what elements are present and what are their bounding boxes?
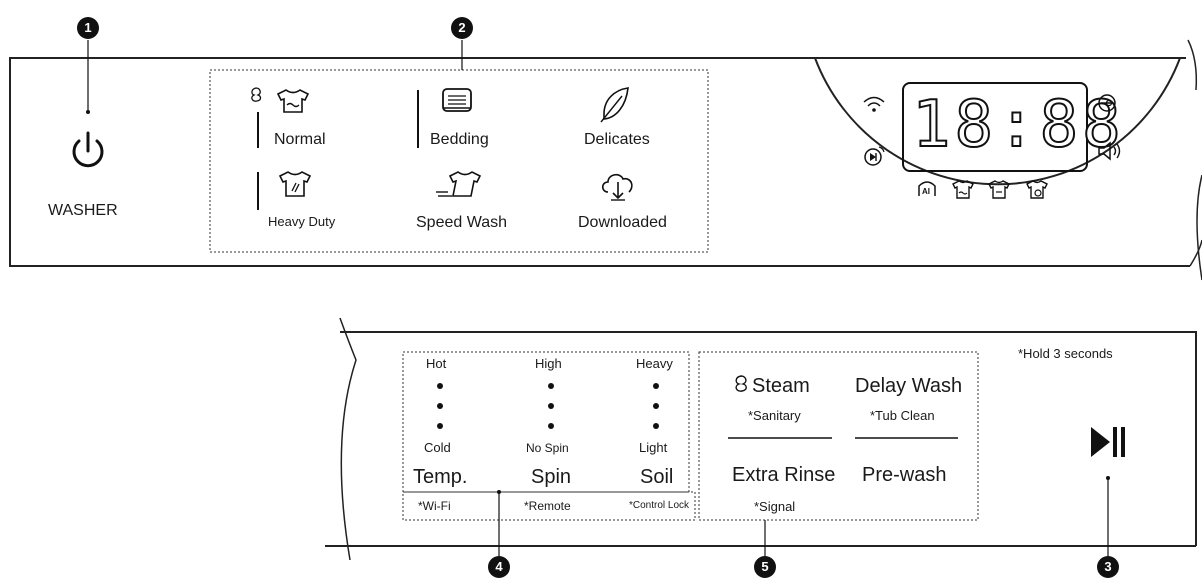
temp-button[interactable]: Hot Cold Temp.: [410, 354, 470, 490]
soil-light-label: Light: [639, 440, 668, 455]
extra-rinse-button[interactable]: Extra Rinse: [728, 462, 836, 494]
cycle-bedding[interactable]: Bedding: [426, 86, 506, 152]
callout-5: 5: [754, 556, 776, 578]
spin-level-dot: [548, 383, 554, 389]
control-lock-hold-label: *Control Lock: [629, 500, 690, 511]
steam-label: Steam: [752, 375, 810, 397]
wifi-icon: [863, 96, 885, 112]
speed-wash-shirt-icon: [436, 171, 482, 197]
cycle-normal[interactable]: Normal: [246, 86, 336, 152]
pre-wash-label: Pre-wash: [862, 464, 947, 486]
cycle-speed-wash-label: Speed Wash: [416, 214, 508, 231]
spin-level-dot: [548, 403, 554, 409]
delay-wash-label: Delay Wash: [855, 375, 963, 397]
cycle-downloaded-label: Downloaded: [578, 214, 667, 231]
cycle-bedding-label: Bedding: [430, 131, 489, 148]
temp-cold-label: Cold: [424, 440, 451, 455]
soil-button[interactable]: Heavy Light Soil: [626, 354, 686, 490]
callout-2: 2: [451, 17, 473, 39]
soil-heavy-label: Heavy: [636, 356, 673, 371]
display-area: 18:88 AI: [850, 80, 1140, 210]
cycle-heavy-duty-label: Heavy Duty: [268, 214, 336, 229]
play-pause-icon: [1091, 427, 1125, 457]
extra-rinse-label: Extra Rinse: [732, 464, 836, 486]
delay-tub-clean-label: *Tub Clean: [870, 408, 935, 423]
rinse-status-icon: [988, 180, 1010, 199]
soil-label: Soil: [640, 466, 674, 488]
temp-level-dot: [437, 383, 443, 389]
spin-nospin-label: No Spin: [526, 441, 569, 455]
lock-icon: [1098, 94, 1116, 112]
lcd-digits: 18:88: [911, 87, 1125, 163]
start-pause-button[interactable]: [1084, 418, 1132, 466]
remote-icon: [864, 146, 885, 166]
hold-note: *Hold 3 seconds: [1018, 346, 1113, 361]
spin-status-icon: [1026, 180, 1048, 199]
wash-status-icon: [952, 180, 974, 199]
heavy-duty-shirt-icon: [278, 171, 312, 197]
steam-sanitary-label: *Sanitary: [748, 408, 801, 423]
signal-hold-label: *Signal: [754, 499, 796, 514]
steam-icon: [735, 375, 747, 392]
washer-label: WASHER: [48, 202, 118, 219]
normal-shirt-icon: [276, 89, 310, 113]
soil-level-dot: [653, 383, 659, 389]
steam-button[interactable]: Steam *Sanitary: [726, 372, 834, 428]
cycle-speed-wash[interactable]: Speed Wash: [414, 168, 510, 234]
bedding-icon: [442, 88, 472, 112]
temp-level-dot: [437, 403, 443, 409]
temp-level-dot: [437, 423, 443, 429]
soil-level-dot: [653, 403, 659, 409]
power-icon: [72, 131, 104, 168]
steam-icon: [251, 87, 262, 102]
pre-wash-button[interactable]: Pre-wash: [858, 462, 958, 494]
callout-3: 3: [1097, 556, 1119, 578]
soil-level-dot: [653, 423, 659, 429]
speaker-icon: [1098, 141, 1121, 161]
feather-icon: [600, 87, 629, 123]
callout-1: 1: [77, 17, 99, 39]
spin-button[interactable]: High No Spin Spin: [518, 354, 584, 490]
wifi-hold-label: *Wi-Fi: [418, 499, 451, 513]
power-button[interactable]: WASHER: [48, 120, 128, 230]
temp-hot-label: Hot: [426, 356, 447, 371]
cloud-download-icon: [601, 173, 633, 201]
lcd-frame: [902, 82, 1088, 172]
ai-wash-icon: AI: [918, 181, 936, 196]
cycle-downloaded[interactable]: Downloaded: [574, 168, 670, 234]
delay-wash-button[interactable]: Delay Wash *Tub Clean: [852, 372, 962, 428]
cycle-delicates-label: Delicates: [584, 131, 650, 148]
spin-high-label: High: [535, 356, 562, 371]
remote-hold-label: *Remote: [524, 499, 571, 513]
spin-level-dot: [548, 423, 554, 429]
cycle-normal-label: Normal: [274, 131, 326, 148]
callout-4: 4: [488, 556, 510, 578]
cycle-heavy-duty[interactable]: Heavy Duty: [262, 168, 342, 234]
spin-label: Spin: [531, 466, 572, 488]
cycle-delicates[interactable]: Delicates: [582, 86, 662, 152]
svg-text:AI: AI: [922, 187, 930, 196]
temp-label: Temp.: [413, 466, 468, 488]
